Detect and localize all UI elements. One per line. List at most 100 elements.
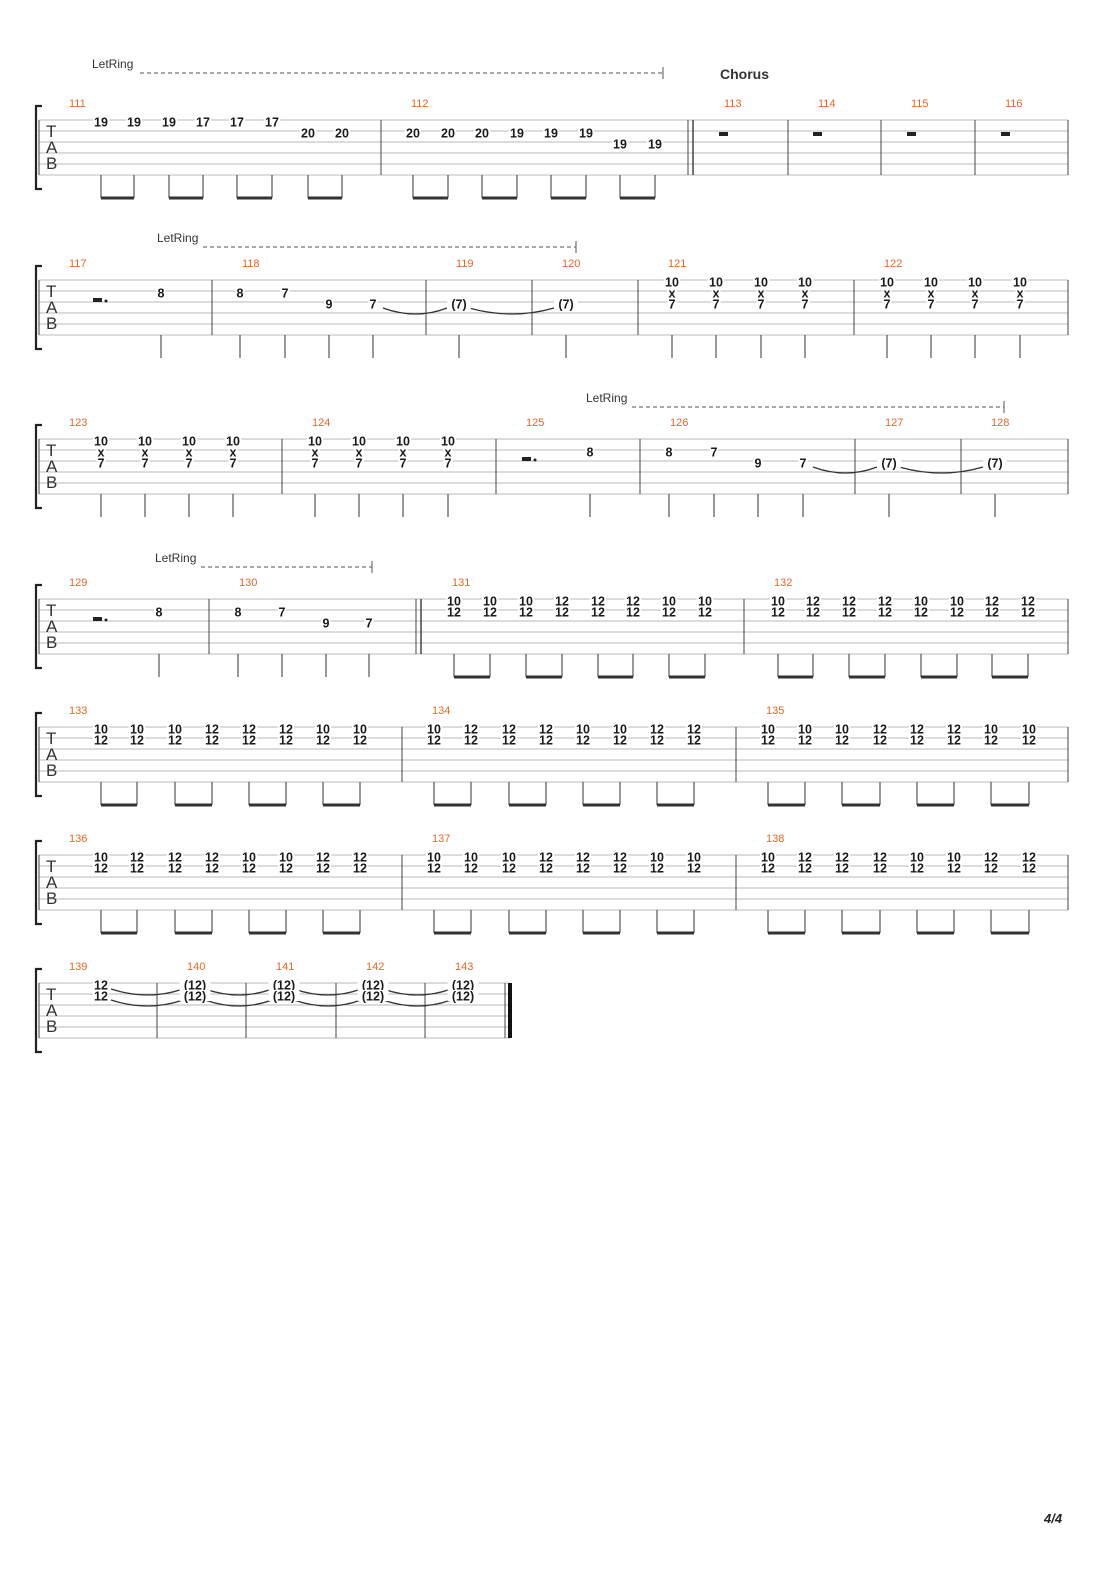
fret-bg xyxy=(574,851,592,862)
fret-number: 10 xyxy=(968,276,982,290)
fret-bg xyxy=(184,457,194,468)
dead-note: x xyxy=(1017,287,1024,301)
dead-note: x xyxy=(713,287,720,301)
fret-number: 10 xyxy=(662,595,676,609)
fret-number: 7 xyxy=(279,606,286,620)
fret-bg xyxy=(314,723,332,734)
fret-bg xyxy=(685,734,703,745)
fret-bg xyxy=(982,723,1000,734)
fret-number: 12 xyxy=(464,734,478,748)
fret-bg xyxy=(354,457,364,468)
dead-note: x xyxy=(445,446,452,460)
tab-clef-letter: B xyxy=(46,1017,57,1036)
fret-bg xyxy=(537,734,555,745)
page-number: 4/4 xyxy=(1043,1511,1063,1526)
fret-number: (12) xyxy=(362,979,384,993)
fret-bg xyxy=(926,287,936,298)
measure-number: 143 xyxy=(455,961,473,973)
fret-number: 12 xyxy=(353,851,367,865)
fret-number: 19 xyxy=(127,116,141,130)
fret-number: 12 xyxy=(168,734,182,748)
fret-number: 19 xyxy=(544,127,558,141)
fret-number: 10 xyxy=(447,595,461,609)
fret-bg xyxy=(804,595,822,606)
tie-arc xyxy=(110,988,184,996)
fret-number: 10 xyxy=(182,435,196,449)
fret-number: 10 xyxy=(1013,276,1027,290)
fret-bg xyxy=(660,595,678,606)
fret-bg xyxy=(166,734,184,745)
fret-bg xyxy=(445,595,463,606)
tab-clef-letter: T xyxy=(46,441,56,460)
fret-bg xyxy=(542,127,560,138)
fret-bg xyxy=(1020,851,1038,862)
fret-number: 12 xyxy=(910,862,924,876)
fret-bg xyxy=(589,595,607,606)
fret-number: 17 xyxy=(230,116,244,130)
fret-number: 7 xyxy=(972,298,979,312)
rest-dot xyxy=(533,458,537,462)
fret-bg xyxy=(140,446,150,457)
fret-bg xyxy=(333,127,351,138)
fret-bg xyxy=(554,298,578,309)
fret-bg xyxy=(425,723,443,734)
fret-bg xyxy=(707,276,725,287)
fret-number: 12 xyxy=(878,595,892,609)
fret-number: 7 xyxy=(1017,298,1024,312)
fret-number: 10 xyxy=(835,723,849,737)
letring-label: LetRing xyxy=(92,57,133,71)
fret-number: 12 xyxy=(910,723,924,737)
fret-bg xyxy=(166,851,184,862)
fret-bg xyxy=(314,734,332,745)
fret-bg xyxy=(314,862,332,873)
fret-number: 19 xyxy=(648,138,662,152)
fret-bg xyxy=(871,862,889,873)
fret-bg xyxy=(1015,298,1025,309)
fret-bg xyxy=(882,298,892,309)
fret-number: 12 xyxy=(591,595,605,609)
fret-bg xyxy=(908,723,926,734)
fret-bg xyxy=(228,446,238,457)
fret-number: 12 xyxy=(873,862,887,876)
fret-bg xyxy=(425,862,443,873)
fret-number: 12 xyxy=(576,734,590,748)
fret-bg xyxy=(966,276,984,287)
fret-bg xyxy=(908,734,926,745)
fret-bg xyxy=(611,851,629,862)
fret-bg xyxy=(912,606,930,617)
dead-note: x xyxy=(142,446,149,460)
measure-number: 111 xyxy=(69,98,86,110)
tie-arc xyxy=(382,307,448,315)
fret-bg xyxy=(667,287,677,298)
fret-number: 7 xyxy=(186,457,193,471)
fret-number: 12 xyxy=(576,862,590,876)
fret-number: 10 xyxy=(483,595,497,609)
fret-number: 10 xyxy=(352,435,366,449)
fret-number: 10 xyxy=(771,595,785,609)
fret-number: 12 xyxy=(427,862,441,876)
fret-bg xyxy=(240,862,258,873)
fret-number: 12 xyxy=(687,862,701,876)
fret-bg xyxy=(646,138,664,149)
fret-number: 12 xyxy=(613,734,627,748)
rest-dot xyxy=(104,618,108,622)
fret-bg xyxy=(351,862,369,873)
fret-bg xyxy=(314,851,332,862)
system-bracket xyxy=(34,264,42,351)
measure-number: 122 xyxy=(884,258,902,270)
fret-bg xyxy=(833,734,851,745)
whole-rest xyxy=(813,132,822,136)
fret-bg xyxy=(983,595,1001,606)
fret-number: 19 xyxy=(94,116,108,130)
fret-bg xyxy=(263,116,281,127)
fret-bg xyxy=(759,862,777,873)
measure-number: 140 xyxy=(187,961,205,973)
fret-bg xyxy=(537,851,555,862)
fret-number: 12 xyxy=(316,862,330,876)
fret-number: 10 xyxy=(798,276,812,290)
fret-number: 12 xyxy=(1021,595,1035,609)
fret-number: 12 xyxy=(576,851,590,865)
measure-number: 131 xyxy=(452,577,470,589)
fret-number: 12 xyxy=(1022,851,1036,865)
